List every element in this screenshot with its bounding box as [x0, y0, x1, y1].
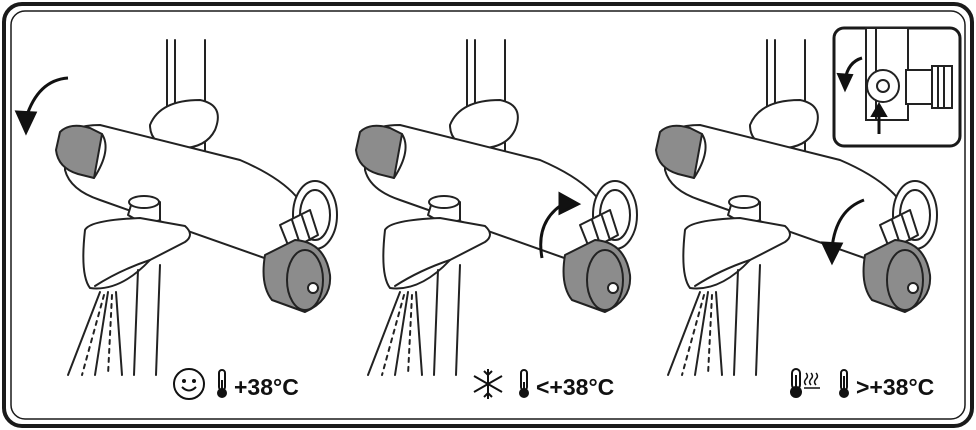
rotate-arrow-icon — [14, 76, 69, 136]
thermometer-icon — [836, 368, 852, 406]
hot-thermometer-icon — [786, 367, 822, 407]
rotate-arrow-icon — [820, 198, 865, 266]
inner-frame — [10, 10, 966, 420]
smiley-face-icon — [172, 367, 206, 407]
thermometer-icon — [214, 368, 230, 406]
thermometer-icon — [516, 368, 532, 406]
caption-panel-1: +38°C — [172, 367, 299, 407]
snowflake-icon — [470, 367, 506, 407]
caption-panel-3: >+38°C — [786, 367, 935, 407]
temperature-label: +38°C — [234, 373, 299, 400]
caption-panel-2: <+38°C — [470, 367, 615, 407]
temperature-label: <+38°C — [536, 373, 615, 400]
detail-inset — [832, 26, 962, 148]
rotate-arrow-icon — [539, 191, 582, 259]
temperature-label: >+38°C — [856, 373, 935, 400]
